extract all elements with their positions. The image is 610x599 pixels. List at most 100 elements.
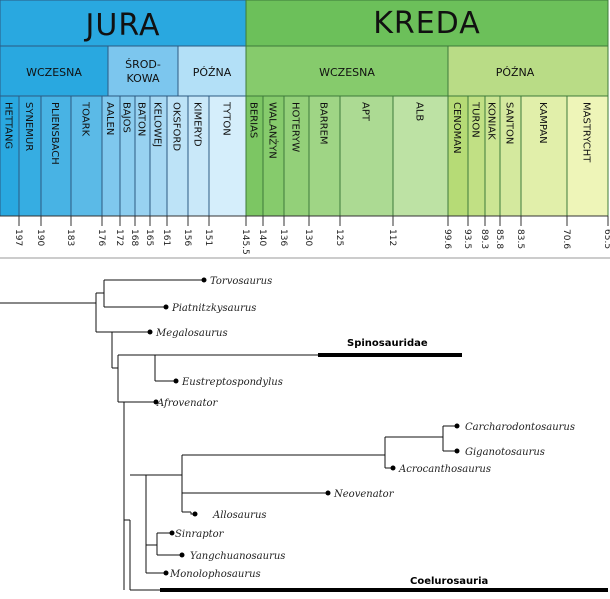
stage-label-pliensbach: PLIENSBACH <box>49 102 60 165</box>
carnosauria-node <box>124 519 131 590</box>
tick-label: 140 <box>257 229 267 246</box>
allosauridae-node <box>146 455 183 512</box>
epoch-jura-srodkowa-cell <box>107 45 179 97</box>
taxon-monolophosaurus: Monolophosaurus <box>169 569 261 580</box>
period-kreda-label: KREDA <box>373 6 481 41</box>
tick-label: 197 <box>13 229 23 246</box>
taxon-afrovenator: Afrovenator <box>156 398 219 409</box>
tick-label: 70.6 <box>561 229 571 249</box>
allosauroidea-node <box>130 474 147 573</box>
cladogram: Torvosaurus Piatnitzkysaurus Megalosauru… <box>0 276 608 592</box>
stage-label-kelowej: KELOWEJ <box>152 102 163 147</box>
spinosauridae-stem <box>118 354 156 381</box>
allosaurus-dot <box>192 511 198 517</box>
stage-label-toark: TOARK <box>80 101 91 137</box>
tick-label: 85.8 <box>494 229 504 249</box>
taxon-acrocanthosaurus: Acrocanthosaurus <box>398 464 491 475</box>
stage-label-berias: BERIAS <box>248 102 259 138</box>
tick-label: 156 <box>182 229 192 246</box>
stage-label-apt: APT <box>360 102 371 122</box>
stage-cell-mastrycht <box>566 95 609 217</box>
stage-label-synemur: SYNEMUR <box>23 102 34 151</box>
torvosaurus-dot <box>201 277 207 283</box>
stage-label-baton: BATON <box>136 102 147 136</box>
stage-label-turon: TURON <box>470 101 481 138</box>
tick-label: 168 <box>129 229 139 246</box>
stage-label-walanżyn: WALANŻYN <box>267 102 280 159</box>
piatnitzkysaurus-dot <box>163 304 169 310</box>
carcharo-giga-node <box>385 426 444 451</box>
spinosauridae-node <box>112 355 119 402</box>
period-row: JURA KREDA <box>0 0 609 47</box>
epoch-row: WCZESNA ŚROD-KOWA PÓŹNA WCZESNA PÓŹNA <box>0 45 609 97</box>
taxon-sinraptor: Sinraptor <box>175 529 225 540</box>
stage-label-aalen: AALEN <box>104 102 115 135</box>
megalosaurus-dot <box>147 329 153 335</box>
tick-label: 65.5 <box>602 229 610 249</box>
torvo-piatn-node <box>96 280 105 307</box>
epoch-kreda-wczesna-label: WCZESNA <box>319 66 375 79</box>
stage-label-cenoman: CENOMAN <box>451 102 462 154</box>
stage-label-oksford: OKSFORD <box>171 102 182 151</box>
eustreptospondylus-dot <box>173 378 179 384</box>
sinraptor-dot <box>169 530 175 536</box>
epoch-jura-pozna-cell <box>177 45 247 97</box>
stage-cell-hoteryw <box>283 95 310 217</box>
tick-label: 112 <box>387 229 397 246</box>
taxon-allosaurus: Allosaurus <box>212 510 267 521</box>
neovenator-node <box>182 454 385 494</box>
taxon-torvosaurus: Torvosaurus <box>210 276 272 287</box>
stage-cell-kampan <box>520 95 568 217</box>
tick-label: 190 <box>35 229 45 246</box>
epoch-jura-wczesna-label: WCZESNA <box>26 66 82 79</box>
epoch-kreda-pozna-label: PÓŹNA <box>496 66 535 79</box>
tick-label: 125 <box>334 229 344 246</box>
monolophosaurus-dot <box>163 570 169 576</box>
stage-cell-tyton <box>208 95 247 217</box>
taxon-eustreptospondylus: Eustreptospondylus <box>181 377 283 388</box>
tick-label: 165 <box>144 229 154 246</box>
carcharodontosaurus-dot <box>454 423 460 429</box>
period-kreda-cell <box>245 0 609 47</box>
tick-label: 161 <box>161 229 171 246</box>
group-coelurosauria: Coelurosauria <box>410 576 488 587</box>
stage-label-santon: SANTON <box>504 102 515 144</box>
tick-label: 145.5 <box>240 229 250 255</box>
afrovenator-dot <box>153 399 159 405</box>
tick-label: 83.5 <box>515 229 525 249</box>
stage-label-barrem: BARREM <box>318 102 329 145</box>
tick-label: 130 <box>303 229 313 246</box>
stage-label-kimeryd: KIMERYD <box>192 102 203 147</box>
giganotosaurus-dot <box>454 448 460 454</box>
tick-label: 176 <box>96 229 106 246</box>
yangchuanosaurus-dot <box>179 552 185 558</box>
taxon-neovenator: Neovenator <box>333 489 395 500</box>
stage-label-mastrycht: MASTRYCHT <box>581 102 592 163</box>
stage-label-bajos: BAJOS <box>121 102 132 133</box>
tick-label: 93.5 <box>462 229 472 249</box>
taxon-carcharodontosaurus: Carcharodontosaurus <box>465 422 575 433</box>
stage-cell-pliensbach <box>40 95 72 217</box>
taxon-megalosaurus: Megalosaurus <box>155 328 228 339</box>
megalo-node <box>96 331 113 368</box>
tick-label: 89.3 <box>479 229 489 249</box>
neovenator-dot <box>325 490 331 496</box>
stage-row: HETTANG SYNEMUR PLIENSBACH TOARK AALEN BAJOS B… <box>0 95 609 217</box>
stage-cell-barrem <box>308 95 341 217</box>
stage-label-hettang: HETTANG <box>3 102 14 149</box>
taxon-piatnitzkysaurus: Piatnitzkysaurus <box>171 303 256 314</box>
acrocanthosaurus-dot <box>390 465 396 471</box>
epoch-jura-wczesna-cell <box>0 45 109 97</box>
stage-label-kampan: KAMPAN <box>537 102 548 144</box>
tick-label: 99.6 <box>442 229 452 249</box>
stage-label-koniak: KONIAK <box>486 102 497 140</box>
stage-cell-apt <box>339 95 394 217</box>
sinraptor-node <box>146 533 158 555</box>
tick-label: 151 <box>203 229 213 246</box>
afro-node <box>118 401 125 590</box>
stage-label-alb: ALB <box>414 102 425 121</box>
epoch-jura-pozna-label: PÓŹNA <box>193 66 232 79</box>
period-jura-label: JURA <box>84 8 161 43</box>
